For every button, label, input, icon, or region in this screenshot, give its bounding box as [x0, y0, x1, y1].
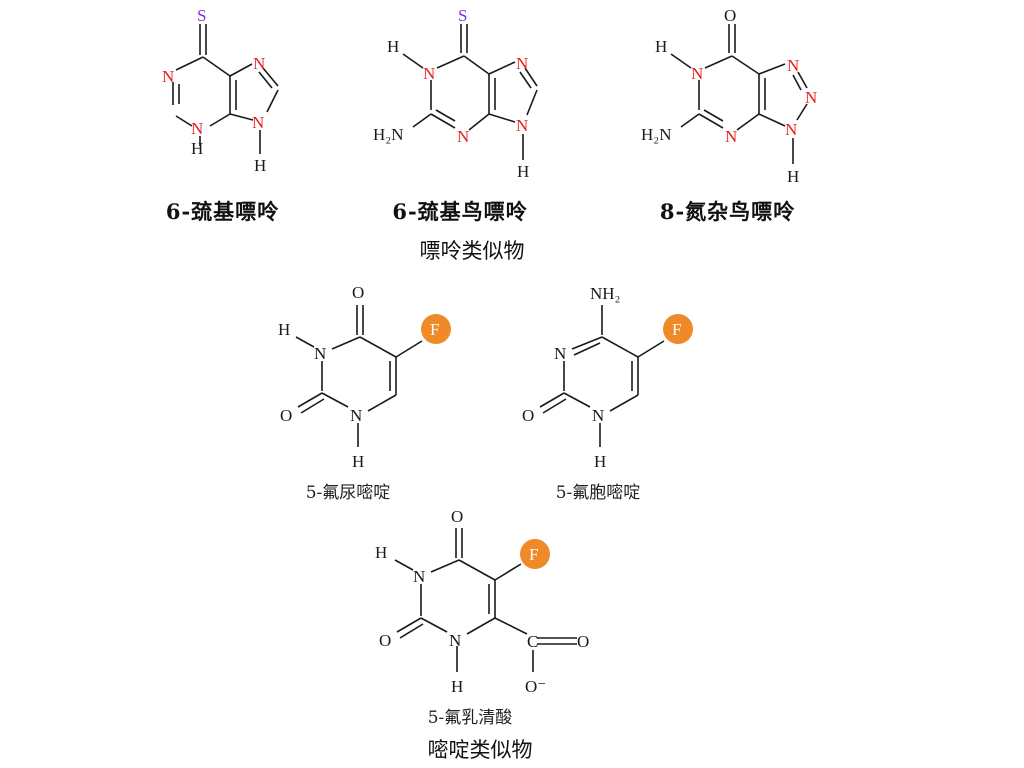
pyrimidine-group-title: 嘧啶类似物	[427, 738, 533, 762]
carbon-atom: C	[527, 632, 538, 651]
nitrogen-atom: N	[191, 119, 203, 138]
carboxylate-oxygen: O⁻	[525, 677, 546, 696]
caption-mercaptopurine: 6-巯基嘌呤	[165, 199, 280, 224]
nitrogen-atom: N	[350, 406, 362, 425]
nitrogen-atom: N	[457, 127, 469, 146]
nitrogen-atom: N	[162, 67, 174, 86]
oxygen-atom: O	[379, 631, 391, 650]
sulfur-atom: S	[197, 6, 206, 25]
caption-thioguanine: 6-巯基鸟嘌呤	[392, 199, 528, 224]
nitrogen-atom: N	[253, 54, 265, 73]
sulfur-atom: S	[458, 6, 467, 25]
oxygen-atom: O	[352, 283, 364, 302]
nitrogen-atom: N	[554, 344, 566, 363]
oxygen-atom: O	[451, 507, 463, 526]
nitrogen-atom: N	[516, 54, 528, 73]
fluorine-atom: F	[672, 320, 681, 339]
nitrogen-atom: N	[725, 127, 737, 146]
hydrogen-atom: H	[451, 677, 463, 696]
fluorine-badge	[421, 314, 451, 344]
hydrogen-atom: H	[655, 37, 667, 56]
caption-azaguanine: 8-氮杂鸟嘌呤	[659, 199, 796, 224]
fluoroorotic-acid-structure: O H N F O N C O O⁻ H	[375, 507, 589, 696]
hydrogen-atom: H	[387, 37, 399, 56]
hydrogen-atom: H	[787, 167, 799, 186]
amino-group: H₂N	[641, 125, 671, 144]
amino-group: NH₂	[590, 284, 620, 303]
oxygen-atom: O	[280, 406, 292, 425]
mercaptopurine-structure: S N N N N H H	[162, 6, 279, 175]
azaguanine-structure: O H N N N H₂N N N H	[641, 6, 817, 186]
thioguanine-structure: S H N N H₂N N N H	[373, 6, 538, 181]
fluorine-badge	[663, 314, 693, 344]
nitrogen-atom: N	[423, 64, 435, 83]
nitrogen-atom: N	[252, 113, 264, 132]
fluorouracil-structure: O H N F O N H	[278, 283, 451, 471]
nitrogen-atom: N	[691, 64, 703, 83]
fluorocytosine-structure: NH₂ N F O N H	[522, 284, 693, 471]
nitrogen-atom: N	[449, 631, 461, 650]
hydrogen-atom: H	[352, 452, 364, 471]
hydrogen-atom: H	[375, 543, 387, 562]
nitrogen-atom: N	[516, 116, 528, 135]
fluorine-atom: F	[529, 545, 538, 564]
hydrogen-atom: H	[278, 320, 290, 339]
nitrogen-atom: N	[785, 120, 797, 139]
hydrogen-atom: H	[517, 162, 529, 181]
hydrogen-atom: H	[594, 452, 606, 471]
nitrogen-atom: N	[413, 567, 425, 586]
fluorine-atom: F	[430, 320, 439, 339]
nitrogen-atom: N	[787, 56, 799, 75]
hydrogen-atom: H	[254, 156, 266, 175]
caption-fluoroorotic-acid: 5-氟乳清酸	[427, 708, 513, 728]
caption-fluorocytosine: 5-氟胞嘧啶	[555, 483, 641, 503]
fluorine-badge	[520, 539, 550, 569]
nitrogen-atom: N	[592, 406, 604, 425]
hydrogen-atom: H	[191, 139, 203, 158]
caption-fluorouracil: 5-氟尿嘧啶	[305, 483, 391, 503]
oxygen-atom: O	[724, 6, 736, 25]
nitrogen-atom: N	[314, 344, 326, 363]
amino-group: H₂N	[373, 125, 403, 144]
nitrogen-atom: N	[805, 88, 817, 107]
oxygen-atom: O	[577, 632, 589, 651]
oxygen-atom: O	[522, 406, 534, 425]
purine-group-title: 嘌呤类似物	[419, 239, 525, 263]
